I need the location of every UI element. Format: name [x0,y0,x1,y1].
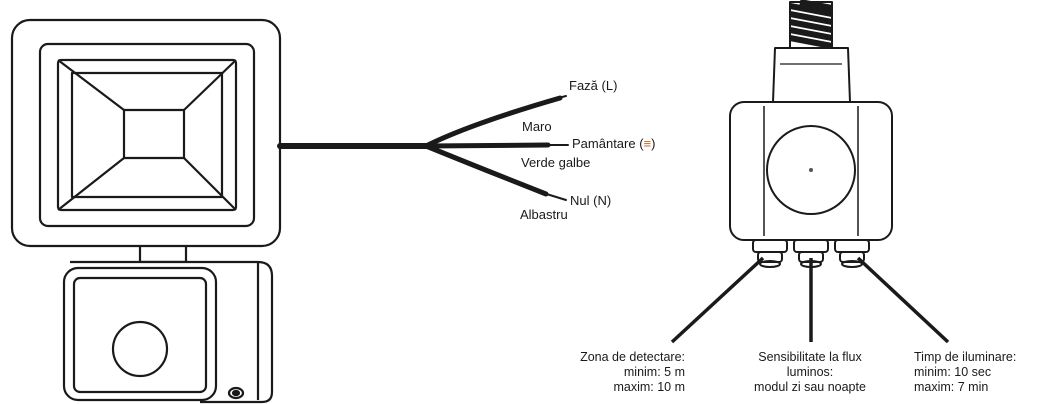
label-ground-prefix: Pamântare ( [572,136,644,151]
ground-icon: ≡ [643,136,652,151]
label-ground-suffix: ) [651,136,656,151]
pir-sensor-box [62,266,218,402]
mount-screw [227,386,245,400]
caption-detection-title: Zona de detectare: [580,350,685,364]
sensor-neck [772,47,851,103]
caption-time-max: maxim: 7 min [914,380,989,394]
pir-lens [111,320,169,378]
caption-time: Timp de iluminare: minim: 10 sec maxim: … [914,350,1036,395]
floodlight-reflector [56,58,238,212]
floodlight-bezel [38,42,256,228]
caption-time-title: Timp de iluminare: [914,350,1017,364]
label-neutral: Nul (N) [570,193,612,208]
pointer-time [856,256,950,344]
label-phase-color: Maro [522,119,552,134]
floodlight-housing [10,18,282,248]
caption-lux-detail: modul zi sau noapte [754,380,866,394]
caption-detection-max: maxim: 10 m [613,380,685,394]
floodlight-reflector-inner [70,71,224,199]
caption-detection: Zona de detectare: minim: 5 m maxim: 10 … [555,350,685,395]
sensor-unit [670,0,950,344]
pointer-detection [670,256,765,344]
knob-detection[interactable] [752,239,788,268]
caption-lux-title-2: luminos: [786,365,834,379]
caption-lux-title-1: Sensibilitate la flux [758,350,862,364]
wire-ground [423,142,551,149]
knob-time[interactable] [834,239,870,268]
power-cable [277,95,569,201]
label-ground-color: Verde galbe [521,155,591,170]
sensor-lens [766,125,856,215]
caption-detection-min: minim: 5 m [623,365,685,379]
label-neutral-color: Albastru [520,207,568,222]
threaded-stem [789,0,833,49]
floodlight-bracket [138,246,188,264]
label-ground: Pamântare (≡) [572,136,655,151]
caption-time-min: minim: 10 sec [914,365,992,379]
led-chip [122,108,186,160]
caption-lux: Sensibilitate la flux luminos: modul zi … [730,350,890,395]
floodlight-fixture [10,18,282,404]
label-phase: Fază (L) [569,78,618,93]
wire-neutral [423,143,549,197]
